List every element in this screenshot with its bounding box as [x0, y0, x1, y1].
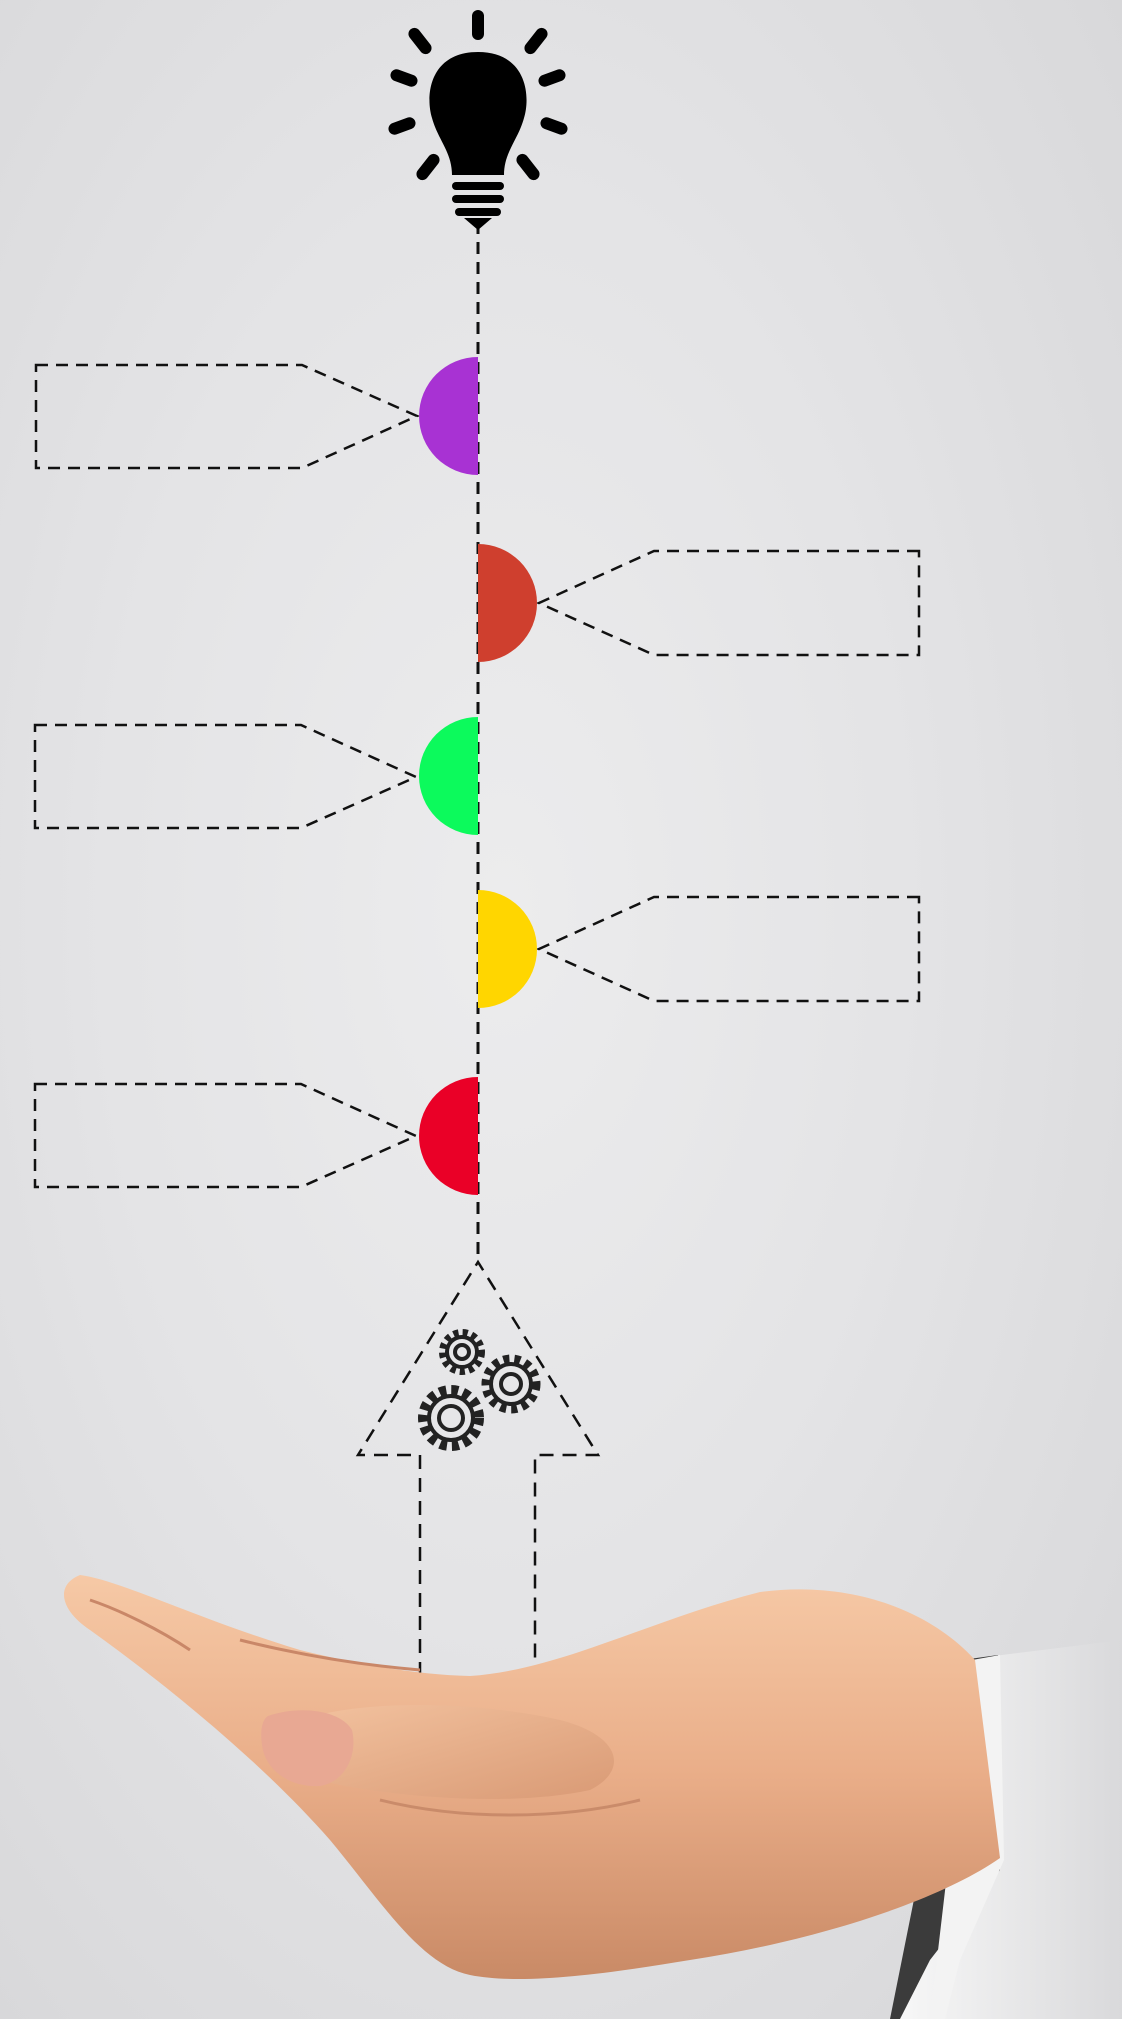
step-3-node	[35, 717, 478, 835]
step-4-node	[478, 890, 919, 1008]
step-5-label-box	[35, 1084, 416, 1187]
upward-arrow-icon	[358, 1262, 598, 1676]
lightbulb-icon	[387, 10, 569, 230]
step-1-node	[36, 357, 478, 475]
step-3-marker	[419, 717, 478, 835]
step-4-marker	[478, 890, 537, 1008]
step-1-marker	[419, 357, 478, 475]
gears-icon	[423, 1333, 536, 1446]
hand-illustration	[64, 1575, 1122, 2019]
step-3-label-box	[35, 725, 416, 828]
step-2-node	[478, 544, 919, 662]
step-2-label-box	[539, 551, 919, 655]
step-4-label-box	[539, 897, 919, 1001]
step-2-marker	[478, 544, 537, 662]
step-5-node	[35, 1077, 478, 1195]
step-5-marker	[419, 1077, 478, 1195]
step-1-label-box	[36, 365, 417, 468]
